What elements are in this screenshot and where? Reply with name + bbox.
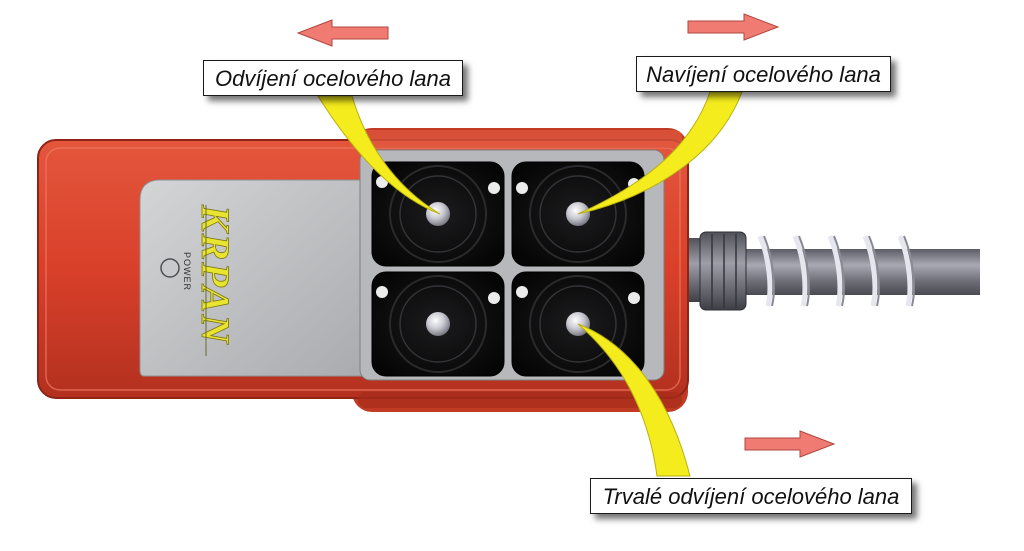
label-plate [139, 179, 365, 377]
power-indicator-light [160, 258, 180, 278]
callout-wind: Navíjení ocelového lana [636, 56, 891, 92]
cable [740, 249, 980, 295]
pointer-unwind [317, 95, 441, 215]
arrow-left-top [296, 19, 389, 47]
pointer-continuous-unwind [577, 323, 691, 477]
cable-spring-shadow [763, 235, 915, 307]
arrow-right-bottom [744, 430, 836, 458]
brand-logo: KRPAN [193, 204, 238, 346]
arrow-right-top [687, 13, 780, 41]
callout-continuous-unwind: Trvalé odvíjení ocelového lana [590, 478, 912, 514]
callout-unwind: Odvíjení ocelového lana [203, 60, 463, 96]
pointer-wind [577, 91, 743, 215]
button-bottom-left[interactable] [371, 271, 505, 377]
cable-gland [682, 231, 747, 311]
cable-spring [757, 235, 913, 307]
power-label: POWER [182, 252, 192, 291]
